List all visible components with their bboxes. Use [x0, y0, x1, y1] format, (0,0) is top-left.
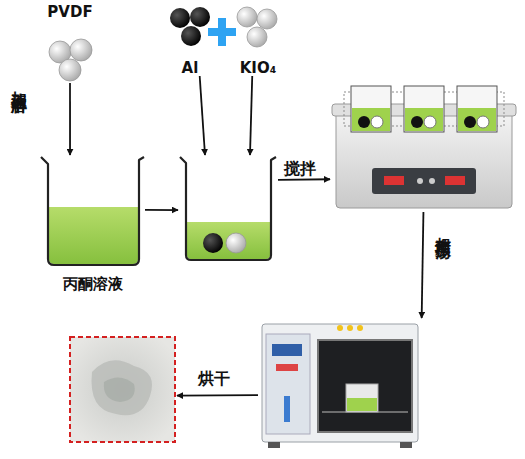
- small-beaker: [404, 86, 444, 132]
- oven-light: [357, 325, 363, 331]
- powder-pile: [104, 377, 135, 402]
- oven-display: [276, 364, 298, 371]
- al-particle: [203, 233, 223, 253]
- powder-photo: [70, 337, 175, 442]
- beaker-outline: [180, 157, 276, 260]
- oven-light: [337, 325, 343, 331]
- flow-arrow: [69, 83, 71, 155]
- flow-arrow: [177, 394, 258, 396]
- oven-light: [347, 325, 353, 331]
- kio4-particle: [371, 116, 383, 128]
- kio4-particle: [477, 116, 489, 128]
- drying-oven: [258, 318, 425, 452]
- oven-window: [318, 340, 412, 432]
- flow-arrow: [422, 212, 424, 318]
- node-label: 丙酮溶液: [63, 276, 123, 293]
- powder-pile: [92, 360, 153, 415]
- small-liquid: [405, 108, 443, 131]
- powder-product: [68, 335, 177, 444]
- small-liquid: [458, 108, 496, 131]
- button: [429, 178, 435, 184]
- kio4-particle: [257, 9, 277, 29]
- small-beaker: [346, 384, 378, 412]
- pvdf-particle: [59, 59, 81, 81]
- step-label: 搅拌: [284, 160, 316, 178]
- small-liquid: [352, 108, 390, 131]
- kio4-particle: [226, 233, 246, 253]
- kio4-particle: [424, 116, 436, 128]
- node-label: Al: [182, 60, 199, 77]
- pvdf-particle: [70, 39, 92, 61]
- oven-display: [272, 344, 302, 356]
- al-particle: [170, 8, 190, 28]
- small-beaker: [457, 86, 497, 132]
- kio4-particle: [237, 7, 257, 27]
- mixture-liquid: [187, 222, 270, 259]
- bath-beakers: [351, 86, 497, 132]
- acetone-beaker: 丙酮溶液: [40, 155, 145, 292]
- beaker-outline: [41, 157, 144, 265]
- oven-switch: [284, 396, 290, 422]
- flow-arrow: [250, 76, 252, 155]
- al-reagent: Al: [168, 6, 212, 76]
- node-label: KIO₄: [240, 60, 277, 77]
- flow-arrow: [145, 209, 178, 211]
- step-label: 加速溶解: [10, 78, 28, 86]
- control-panel: [372, 168, 476, 194]
- oven-foot: [268, 442, 280, 448]
- oven-body: [262, 324, 418, 442]
- button: [417, 178, 423, 184]
- mixing-beaker: [178, 155, 278, 263]
- display: [384, 176, 404, 185]
- al-particle: [411, 116, 423, 128]
- kio4-reagent: KIO₄: [234, 6, 282, 76]
- al-particle: [358, 116, 370, 128]
- step-label: 烘干: [198, 370, 230, 388]
- flow-arrow: [278, 178, 330, 180]
- oven-foot: [400, 442, 412, 448]
- plus-sign: [208, 28, 236, 36]
- display: [445, 176, 465, 185]
- small-liquid: [347, 398, 377, 411]
- acetone-liquid: [49, 207, 138, 264]
- kio4-particle: [247, 27, 267, 47]
- al-particle: [181, 26, 201, 46]
- pvdf-reagent: PVDF: [38, 4, 102, 83]
- small-beaker: [351, 86, 391, 132]
- step-label: 超声振荡: [434, 224, 452, 232]
- ultrasonic-bath: [330, 86, 518, 212]
- oven-panel: [266, 334, 310, 434]
- al-particle: [464, 116, 476, 128]
- flow-arrow: [200, 76, 205, 155]
- node-label: PVDF: [47, 4, 92, 21]
- al-particle: [190, 7, 210, 27]
